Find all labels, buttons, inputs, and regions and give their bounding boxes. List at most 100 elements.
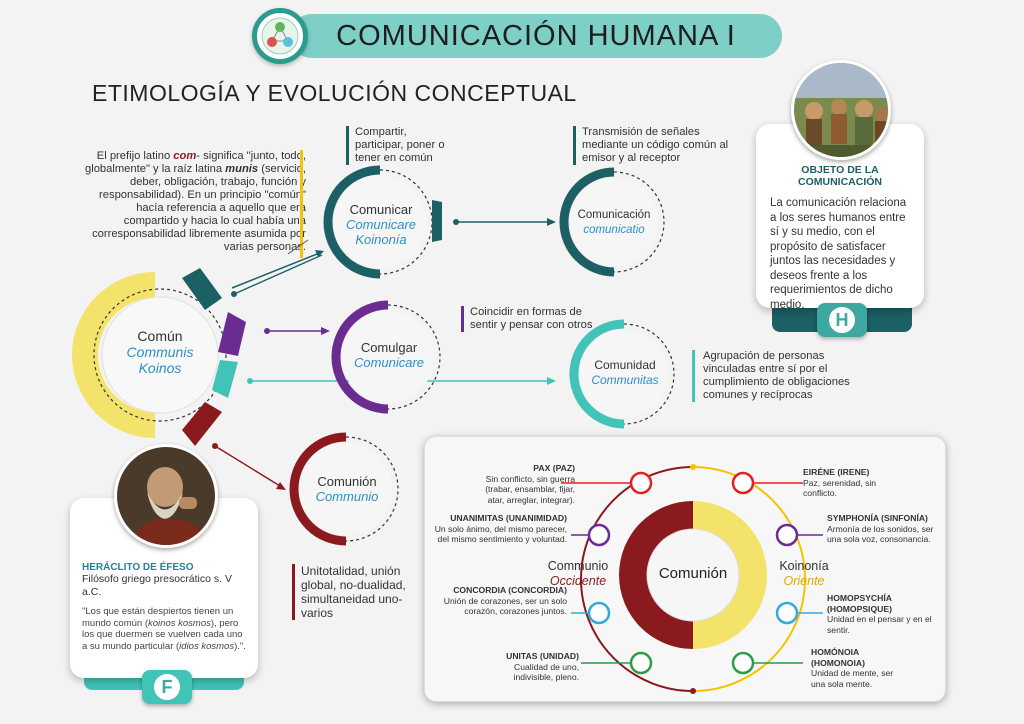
heraclito-name: HERÁCLITO DE ÉFESO [82,562,194,573]
item-title: HOMOPSYCHÍA (HOMOPSIQUE) [827,593,892,614]
arrow-dot [231,291,237,297]
koinonia-sub: Oriente [783,574,825,588]
intro-part: (servicio, deber, obligación, trabajo, f… [92,163,306,253]
label-line: Comunión [317,474,377,489]
comunicacion-inner-disc [570,178,658,266]
arrow-head [315,250,324,257]
item-title: UNITAS (UNIDAD) [506,651,579,661]
ring-bottom-dot [690,688,696,694]
node-right-3 [775,601,823,625]
note-coincidir: Coincidir en formas de sentir y pensar c… [461,306,599,332]
comunicacion-circle [559,167,665,277]
comulgar-inner-disc [342,311,434,403]
panel-item-homonoia: HOMÓNOIA (HOMONOIA) Unidad de mente, ser… [811,647,909,689]
panel-left-label: Communio Occidente [541,559,615,589]
comunicar-circle [323,165,442,279]
arrow-head [276,482,286,490]
page-title: COMUNICACIÓN HUMANA I [336,19,736,52]
section-subtitle: ETIMOLOGÍA Y EVOLUCIÓN CONCEPTUAL [92,80,577,106]
intro-part: - significa "junto, todo, globalmente" y… [85,150,306,175]
comun-inner-disc [101,296,219,414]
label-greek: Koinonía [355,232,407,247]
koinonia-title: Koinonía [779,559,829,573]
panel-item-pax: PAX (PAZ) Sin conflicto, sin guerra (tra… [475,463,575,505]
label-latin: Communio [315,489,379,504]
comunion-panel: Comunión Communio Occidente Koinonía Ori… [424,436,946,702]
quote-part: ), pero los que duermen se vuelven cada … [82,617,243,652]
comunidad-ring [569,319,625,429]
comulgar-dashed-arc [387,304,441,410]
comunion-ring [289,432,347,546]
panel-item-concordia: CONCORDIA (CONCORDIA) Unión de corazones… [439,585,567,617]
comunion-circle [289,432,399,546]
arrow-dot [453,219,459,225]
philosopher-portrait-image [117,447,215,545]
item-text: Unidad de mente, ser una sola mente. [811,668,894,689]
comulgar-circle [331,300,441,414]
intro-part: El prefijo latino [96,150,174,162]
comunicacion-ring [559,167,615,277]
objeto-image [791,60,891,160]
arrow-dot [212,443,218,449]
note-unitotalidad: Unitotalidad, unión global, no-dualidad,… [292,564,410,620]
comun-ring-yellow [72,272,156,438]
heraclito-card: HERÁCLITO DE ÉFESO Filósofo griego preso… [70,498,258,678]
note-compartir: Compartir, participar, poner o tener en … [346,126,456,165]
communio-title: Communio [547,559,609,573]
arrow-dot [264,328,270,334]
item-text: Sin conflicto, sin guerra (trabar, ensam… [485,473,575,505]
comun-circle [72,268,246,446]
comun-segment-red [182,402,222,446]
comun-segment-teal [182,268,222,310]
arrow-head [547,377,556,385]
panel-item-homopsychia: HOMOPSYCHÍA (HOMOPSIQUE) Unidad en el pe… [827,593,941,635]
prefix-com: com [173,150,197,162]
label-line: Comunidad [594,358,656,372]
label-line: Comunicar [349,202,413,217]
item-text: Un solo ánimo, del mismo parecer, del mi… [434,523,567,545]
node-left-1 [561,471,653,495]
arrow-head [547,218,556,226]
connector-line [231,251,323,289]
label-latin: comunicatio [583,224,645,236]
comunicacion-dashed-arc [613,171,665,273]
item-text: Unión de corazones, ser un solo corazón,… [443,595,567,617]
label-line: Común [137,328,183,344]
item-title: SYMPHONÍA (SINFONÍA) [827,513,928,523]
comun-segment-purple [218,312,246,356]
comulgar-ring [331,300,389,414]
item-text: Unidad en el pensar y en el sentir. [827,614,932,635]
comunicar-ring [323,165,381,279]
comunicar-dashed-arc [379,169,433,275]
page-title-bar: COMUNICACIÓN HUMANA I [290,14,782,58]
label-line: Comunicación [577,209,651,221]
arrow-to-comunicar [231,254,323,296]
comunion-label: Comunión Communio [302,474,392,504]
label-latin: Comunicare [345,217,417,232]
arrow-head [321,327,330,335]
comunidad-label: Comunidad Communitas [580,358,670,388]
label-greek: Koinos [138,360,182,376]
node-right-1 [731,471,803,495]
quote-term: koinos kosmos [148,617,211,629]
label-line: Comulgar [360,340,418,355]
root-munis: munis [225,163,259,175]
logo [252,8,308,64]
heraclito-desc: Filósofo griego presocrático s. V a.C. [82,573,232,598]
intro-text: El prefijo latino com- significa "junto,… [76,150,306,254]
node-right-4 [731,651,803,675]
intro-accent-bar [300,150,303,258]
item-title: UNANIMITAS (UNANIMIDAD) [450,513,567,523]
panel-item-unanimitas: UNANIMITAS (UNANIMIDAD) Un solo ánimo, d… [431,513,567,545]
comunion-panel-diagram [561,464,823,694]
panel-right-label: Koinonía Oriente [769,559,839,589]
node-left-3 [571,601,611,625]
quote-term: idios kosmos [179,640,235,652]
comunicacion-label: Comunicación comunicatio [568,208,660,238]
node-left-4 [581,651,653,675]
comunicar-label: Comunicar Comunicare Koinonía [336,202,426,247]
comunidad-dashed-arc [623,323,675,425]
heraclito-portrait [114,444,218,548]
communio-sub: Occidente [549,574,607,588]
comunion-inner-disc [300,443,392,535]
